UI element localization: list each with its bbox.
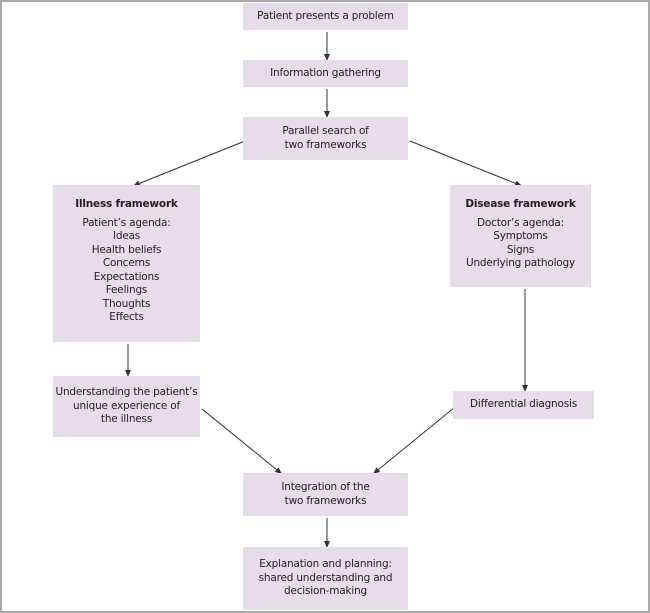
node-illness-framework: Illness framework Patient’s agenda: Idea… bbox=[53, 185, 200, 342]
node-text: Doctor’s agenda: bbox=[477, 216, 564, 229]
node-patient-presents-problem: Patient presents a problem bbox=[243, 3, 408, 30]
node-text: Concerns bbox=[102, 257, 151, 269]
node-text: Differential diagnosis bbox=[470, 398, 577, 411]
node-integration: Integration of the two frameworks bbox=[243, 473, 408, 516]
node-text: decision-making bbox=[283, 585, 368, 598]
node-text: Patient’s agenda: bbox=[82, 216, 171, 229]
node-information-gathering: Information gathering bbox=[243, 60, 408, 87]
node-text: Integration of the bbox=[281, 481, 370, 493]
node-text: shared understanding and bbox=[258, 571, 393, 584]
node-understanding-experience: Understanding the patient’s unique exper… bbox=[53, 376, 200, 437]
disease-framework-title: Disease framework bbox=[465, 198, 576, 210]
node-text: unique experience of bbox=[73, 399, 180, 412]
illness-framework-title: Illness framework bbox=[75, 198, 178, 210]
node-text: the illness bbox=[100, 413, 153, 426]
node-explanation-planning: Explanation and planning: shared underst… bbox=[243, 547, 408, 610]
node-text: Health beliefs bbox=[91, 243, 162, 256]
node-text: Expectations bbox=[93, 270, 160, 283]
node-differential-diagnosis: Differential diagnosis bbox=[453, 391, 594, 419]
node-text: Signs bbox=[506, 243, 535, 256]
node-text: two frameworks bbox=[284, 494, 367, 507]
node-text: Underlying pathology bbox=[465, 257, 575, 269]
node-text: Parallel search of bbox=[282, 125, 369, 137]
node-text: Effects bbox=[109, 311, 144, 323]
node-text: two frameworks bbox=[284, 138, 367, 151]
arrow-parallel-to-disease bbox=[409, 140, 523, 187]
node-text: Symptoms bbox=[493, 230, 548, 242]
node-text: Feelings bbox=[105, 284, 148, 296]
node-text: Understanding the patient’s bbox=[55, 386, 198, 399]
arrow-parallel-to-illness bbox=[132, 140, 246, 187]
node-disease-framework: Disease framework Doctor’s agenda: Sympt… bbox=[450, 185, 591, 287]
arrow-understanding-to-integration bbox=[201, 408, 283, 475]
arrow-differential-to-integration bbox=[372, 406, 456, 475]
node-text: Ideas bbox=[112, 230, 141, 242]
node-parallel-search: Parallel search of two frameworks bbox=[243, 117, 408, 160]
node-text: Information gathering bbox=[270, 66, 381, 79]
node-text: Thoughts bbox=[102, 297, 151, 310]
node-text: Explanation and planning: bbox=[259, 558, 392, 571]
node-text: Patient presents a problem bbox=[257, 9, 394, 22]
